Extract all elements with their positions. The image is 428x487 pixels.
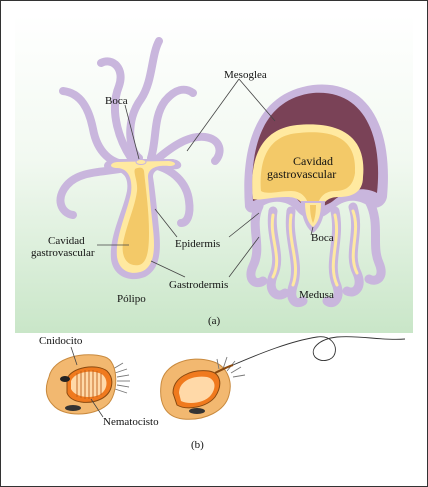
label-mesoglea: Mesoglea	[224, 69, 267, 81]
labels-a: Boca Mesoglea Cavidad gastrovascular Epi…	[31, 69, 336, 327]
nucleus-right	[189, 408, 205, 414]
medusa-cavity	[260, 132, 356, 225]
label-cnidocito: Cnidocito	[39, 335, 83, 347]
label-polipo: Pólipo	[117, 293, 146, 305]
medusa	[244, 84, 388, 308]
label-nematocisto: Nematocisto	[103, 416, 159, 428]
leader-lines-b	[70, 346, 104, 418]
polyp-cavity	[122, 167, 149, 266]
leader-lines-a	[97, 78, 314, 278]
label-panel-b: (b)	[191, 439, 204, 451]
label-cavidad-polyp-2: gastrovascular	[31, 247, 95, 259]
nucleus-left	[65, 405, 81, 411]
label-cavidad-polyp-1: Cavidad	[48, 235, 85, 247]
label-panel-a: (a)	[208, 315, 221, 327]
cnidocyte-discharged	[160, 336, 406, 420]
label-cavidad-medusa-2: gastrovascular	[267, 167, 336, 181]
cnidocyte-coiled	[45, 354, 130, 415]
label-boca-polyp: Boca	[105, 95, 128, 107]
nematocyst-thread	[232, 336, 406, 366]
label-epidermis: Epidermis	[175, 238, 220, 250]
label-medusa: Medusa	[299, 289, 334, 301]
label-gastrodermis: Gastrodermis	[169, 279, 228, 291]
labels-b: Cnidocito Nematocisto (b)	[39, 335, 204, 451]
label-cavidad-medusa-1: Cavidad	[293, 154, 333, 168]
label-boca-medusa: Boca	[311, 232, 334, 244]
polyp-mouth	[135, 159, 147, 165]
